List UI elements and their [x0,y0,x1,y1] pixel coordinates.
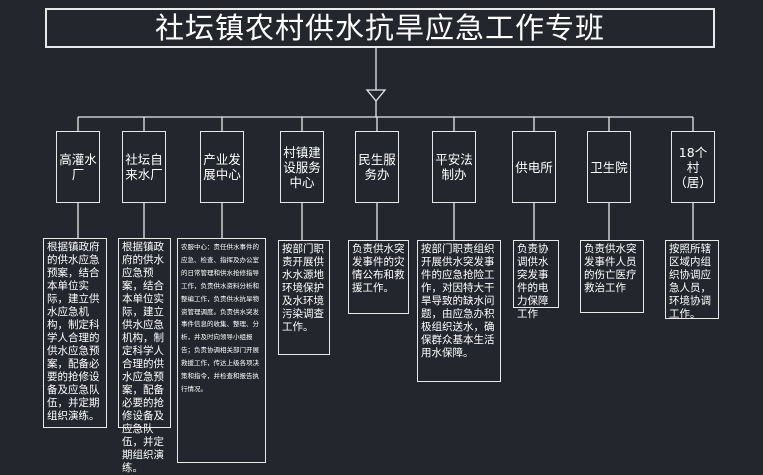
unit-duty-8: 负责供水突发事件人员的伤亡医疗救治工作 [580,240,644,313]
unit-duty-2: 根据镇政府的供水应急预案，结合本单位实际，建立供水应急机构，制定科学人合理的供水… [118,238,171,474]
unit-box-3: 产业发展中心 [200,131,244,203]
unit-box-7: 供电所 [512,131,556,203]
unit-name: 卫生院 [590,159,628,175]
unit-duty-3: 农服中心：责任供水事件的应急、检查、指挥及办公室的日常管理和供水抢修指导工作，负… [177,238,266,463]
unit-name: 产业发展中心 [203,152,241,182]
unit-duty-6: 按部门职责组织开展供水突发事件的应急抢险工作，对因特大干旱导致的缺水问题，由应急… [417,240,501,382]
unit-name: 社坛自来水厂 [125,152,163,182]
unit-box-4: 村镇建设服务中心 [280,131,324,203]
unit-duty-7: 负责协调供水突发事件的电力保障工作 [513,240,559,320]
unit-duty-4: 按部门职责开展供水水源地环境保护及水环境污染调查工作。 [278,240,330,355]
unit-duty-1: 根据镇政府的供水应急预案，结合本单位实际，建立供水应急机构，制定科学人合理的供水… [43,238,107,428]
unit-name: 高灌水厂 [59,152,97,182]
unit-name: 民生服务办 [358,152,396,182]
unit-box-5: 民生服务办 [355,131,399,203]
unit-box-8: 卫生院 [587,131,631,203]
unit-box-9: 18个村（居） [671,131,715,203]
unit-name: 供电所 [515,159,553,175]
unit-duty-5: 负责供水突发事件的灾情公布和救援工作。 [348,240,409,314]
unit-box-6: 平安法制办 [432,131,476,203]
down-arrow-icon [365,89,387,103]
unit-name: 村镇建设服务中心 [283,144,321,190]
unit-name: 平安法制办 [435,152,473,182]
unit-box-2: 社坛自来水厂 [122,131,166,203]
unit-name: 18个村（居） [674,144,712,190]
unit-box-1: 高灌水厂 [56,131,100,203]
unit-duty-9: 按照所辖区域内组织协调应急人员，环境协调工作。 [665,240,719,320]
org-title: 社坛镇农村供水抗旱应急工作专班 [45,8,715,48]
